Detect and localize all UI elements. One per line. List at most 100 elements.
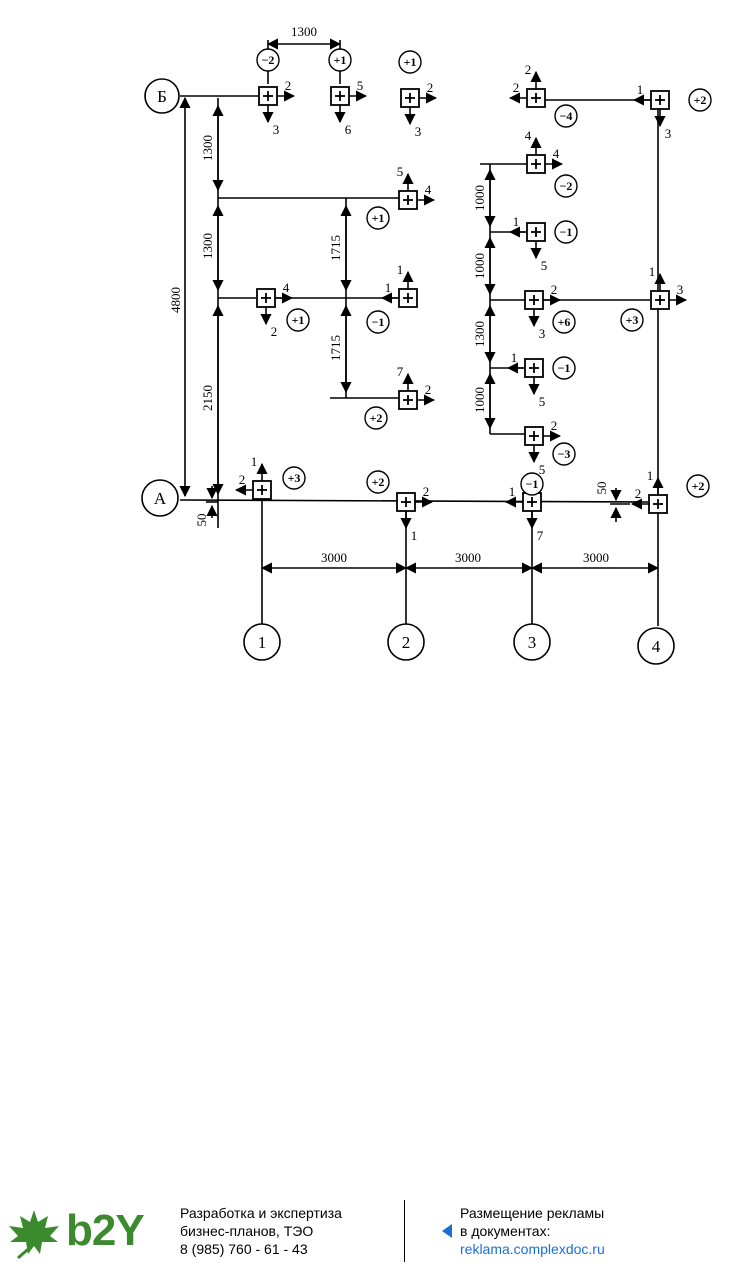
logo-text: b2Y — [66, 1206, 145, 1255]
arrow-label: 4 — [553, 146, 560, 161]
tag-circle — [552, 356, 576, 380]
axis-bubble-3 — [513, 623, 551, 661]
survey-point: 1 5 −1 — [508, 214, 578, 273]
ad-left-line-1: Разработка и экспертиза — [180, 1205, 342, 1221]
survey-point: 23−2 — [256, 48, 296, 137]
triangle-left-icon — [442, 1224, 452, 1238]
ad-left-line-2: бизнес-планов, ТЭО — [180, 1223, 314, 1239]
footer-divider — [404, 1200, 405, 1262]
ad-right-block: Размещение рекламы в документах: reklama… — [460, 1204, 605, 1258]
arrow-label: 1 — [411, 528, 418, 543]
arrow-label: 3 — [539, 326, 546, 341]
tag-circle — [398, 50, 422, 74]
tag-value: +1 — [334, 53, 347, 67]
dim-1300-left-b: 1300 — [200, 233, 215, 259]
arrow-label: 1 — [385, 280, 392, 295]
tag-value: +2 — [372, 475, 385, 489]
tag-value: +3 — [288, 471, 301, 485]
tag-circle — [552, 310, 576, 334]
survey-point: 4 4 −2 — [525, 128, 578, 198]
survey-point: 56+1 — [328, 48, 368, 137]
tag-circle — [688, 88, 712, 112]
axis-bubble-b — [144, 78, 180, 114]
maple-leaf-icon — [9, 1210, 59, 1260]
tag-value: −3 — [558, 447, 571, 461]
b2y-logo[interactable]: b2Y — [4, 1204, 174, 1260]
arrow-label: 1 — [649, 264, 656, 279]
tag-value: −4 — [560, 109, 573, 123]
tag-circle — [554, 220, 578, 244]
arrow-label: 5 — [541, 258, 548, 273]
axis-label-1: 1 — [258, 633, 267, 652]
dim-50-left: 50 — [194, 514, 209, 527]
tag-value: +2 — [370, 411, 383, 425]
survey-point: 42+1 — [256, 280, 310, 339]
benchmark-layout-drawing: Б А 1 2 3 4 1300 4800 1300 1300 2150 50 … — [141, 24, 712, 665]
arrow-label: 4 — [525, 128, 532, 143]
tag-value: +2 — [692, 479, 705, 493]
dim-3000-3: 3000 — [583, 550, 609, 565]
arrow-label: 5 — [357, 78, 364, 93]
tag-circle — [686, 474, 710, 498]
dim-1000-right-c: 1000 — [472, 387, 487, 413]
arrow-label: 2 — [551, 418, 558, 433]
arrow-label: 1 — [511, 350, 518, 365]
dim-1300-left-a: 1300 — [200, 135, 215, 161]
tag-value: −1 — [560, 225, 573, 239]
arrow-label: 3 — [273, 122, 280, 137]
axis-bubble-2 — [387, 623, 425, 661]
arrow-label: 1 — [647, 468, 654, 483]
arrow-label: 2 — [239, 472, 246, 487]
dim-2150: 2150 — [200, 385, 215, 411]
arrow-label: 5 — [539, 462, 546, 477]
arrow-label: 2 — [423, 484, 430, 499]
survey-point: 23+6 — [524, 282, 576, 341]
tag-value: +1 — [292, 313, 305, 327]
arrow-label: 1 — [513, 214, 520, 229]
axis-bubble-4 — [637, 627, 675, 665]
axis-label-4: 4 — [652, 637, 661, 656]
tag-circle — [282, 466, 306, 490]
arrow-label: 1 — [397, 262, 404, 277]
tag-circle — [366, 206, 390, 230]
survey-point: 2 1 +2 — [366, 470, 434, 543]
survey-point: 12+3 — [234, 454, 306, 500]
arrow-label: 7 — [537, 528, 544, 543]
dim-1000-right-a: 1000 — [472, 185, 487, 211]
footer-ad-banner: b2Y Разработка и экспертиза бизнес-плано… — [0, 1190, 752, 1271]
survey-point: 54+1 — [366, 164, 436, 230]
ad-link[interactable]: reklama.complexdoc.ru — [460, 1241, 605, 1257]
survey-point: 17−1 — [504, 472, 544, 543]
dim-1300-top: 1300 — [291, 24, 317, 39]
arrow-label: 2 — [525, 62, 532, 77]
survey-point: 11 −1 — [366, 262, 418, 334]
tag-circle — [256, 48, 280, 72]
tag-value: +3 — [626, 313, 639, 327]
axis-label-3: 3 — [528, 633, 537, 652]
dim-1715-b: 1715 — [328, 335, 343, 361]
tag-value: −2 — [560, 179, 573, 193]
tag-value: +1 — [372, 211, 385, 225]
ad-left-block: Разработка и экспертиза бизнес-планов, Т… — [180, 1204, 342, 1258]
ad-right-line-2: в документах: — [460, 1223, 551, 1239]
tag-value: −2 — [262, 53, 275, 67]
arrow-label: 1 — [509, 484, 516, 499]
tag-circle — [328, 48, 352, 72]
ad-left-phone: 8 (985) 760 - 61 - 43 — [180, 1241, 308, 1257]
dim-1715-a: 1715 — [328, 235, 343, 261]
tag-circle — [364, 406, 388, 430]
arrow-label: 2 — [425, 382, 432, 397]
dim-1300-right: 1300 — [472, 321, 487, 347]
arrow-label: 3 — [677, 282, 684, 297]
ad-right-line-1: Размещение рекламы — [460, 1205, 605, 1221]
tag-circle — [366, 470, 390, 494]
dim-1000-right-b: 1000 — [472, 253, 487, 279]
survey-point: 13+2 — [632, 82, 712, 141]
dim-4800: 4800 — [168, 287, 183, 313]
tag-circle — [552, 442, 576, 466]
tag-value: −1 — [372, 315, 385, 329]
survey-point: 22−4 — [508, 62, 578, 128]
survey-point: 2 5 −3 — [524, 418, 576, 477]
dim-50-right: 50 — [594, 482, 609, 495]
arrow-label: 2 — [635, 486, 642, 501]
